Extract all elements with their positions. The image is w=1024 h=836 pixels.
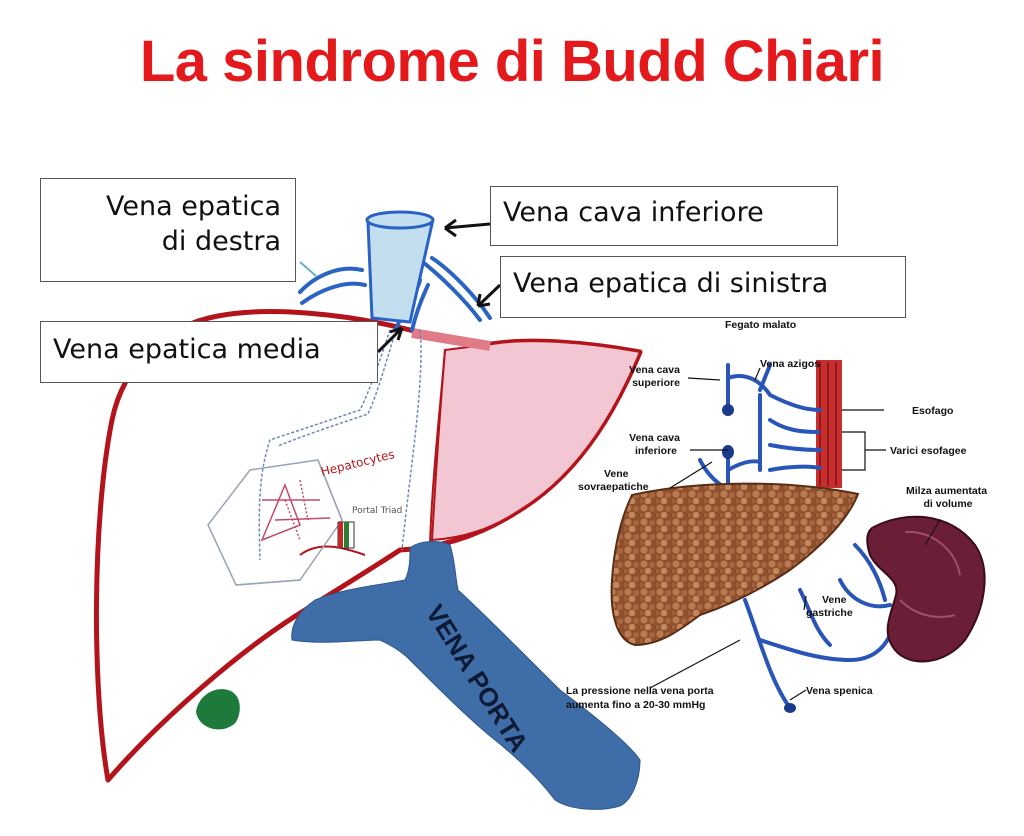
label-pressione: La pressione nella vena porta aumenta fi… bbox=[566, 685, 717, 711]
slide-title: La sindrome di Budd Chiari bbox=[139, 29, 885, 94]
portal-vein bbox=[291, 541, 641, 810]
label-esofago: Esofago bbox=[912, 405, 953, 417]
ivc-callout: Vena cava inferiore bbox=[490, 186, 838, 246]
inset-veins bbox=[698, 363, 894, 710]
ligament-band bbox=[411, 328, 491, 351]
label-vena-azigos: Vena azigos bbox=[760, 358, 820, 370]
left-lobe bbox=[430, 340, 642, 542]
right-hepatic-line2: di destra bbox=[161, 226, 281, 258]
label-vene-sovraepatiche: Vene sovraepatiche bbox=[578, 468, 649, 493]
label-milza: Milza aumentata di volume bbox=[906, 485, 990, 510]
label-vena-splenica: Vena spenica bbox=[806, 685, 873, 697]
label-vena-cava-superiore: Vena cava superiore bbox=[629, 364, 683, 389]
inset-title: Fegato malato bbox=[725, 319, 796, 331]
lobule-sketch bbox=[207, 459, 343, 586]
inset-leaders bbox=[649, 367, 941, 701]
middle-hepatic-vein-callout: Vena epatica media bbox=[40, 321, 378, 383]
right-hepatic-vein-callout: Vena epatica di destra bbox=[40, 178, 296, 282]
label-vene-gastriche: Vene gastriche bbox=[806, 594, 853, 619]
label-varici-esofagee: Varici esofagee bbox=[890, 445, 967, 457]
spleen bbox=[866, 515, 986, 663]
inferior-vena-cava bbox=[365, 210, 435, 324]
label-vena-cava-inferiore: Vena cava inferiore bbox=[629, 432, 683, 457]
gallbladder bbox=[196, 689, 240, 730]
left-hepatic-vein-callout: Vena epatica di sinistra bbox=[500, 256, 906, 318]
diseased-liver bbox=[610, 482, 860, 647]
falciform-line bbox=[429, 349, 446, 546]
right-hepatic-line1: Vena epatica bbox=[106, 191, 281, 222]
portal-triad-label: Portal Triad bbox=[352, 506, 402, 516]
callout-arrows bbox=[376, 218, 502, 354]
